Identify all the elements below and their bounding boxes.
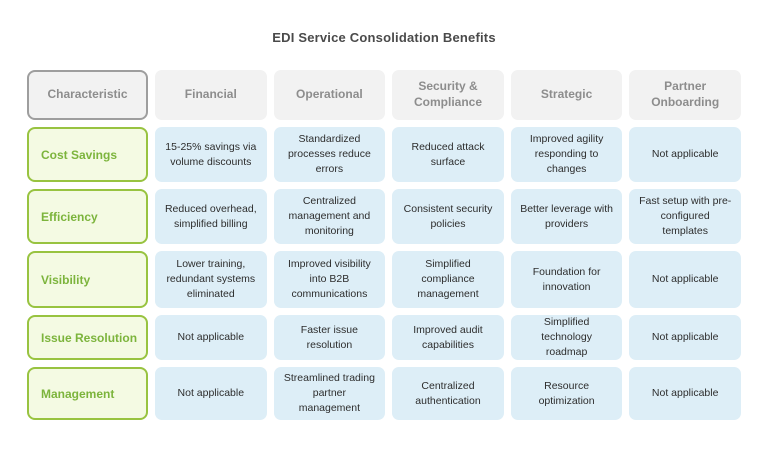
table-cell: Reduced attack surface xyxy=(392,127,504,182)
column-header-characteristic: Characteristic xyxy=(27,70,148,120)
row-header-cost-savings: Cost Savings xyxy=(27,127,148,182)
table-cell: Standardized processes reduce errors xyxy=(273,127,386,182)
row-header-visibility: Visibility xyxy=(27,251,148,308)
table-cell: Not applicable xyxy=(155,315,267,360)
table-cell: Not applicable xyxy=(629,251,741,308)
table-cell: Faster issue resolution xyxy=(273,315,386,360)
column-header-strategic: Strategic xyxy=(510,70,623,120)
table-cell: Reduced overhead, simplified billing xyxy=(155,189,267,244)
row-header-management: Management xyxy=(27,367,148,420)
table-cell: Not applicable xyxy=(629,315,741,360)
table-cell: Lower training, redundant systems elimin… xyxy=(155,251,267,308)
table-cell: 15-25% savings via volume discounts xyxy=(155,127,267,182)
table-cell: Consistent security policies xyxy=(392,189,504,244)
diagram-title: EDI Service Consolidation Benefits xyxy=(272,30,496,45)
table-cell: Resource optimization xyxy=(510,367,623,420)
table-cell: Not applicable xyxy=(155,367,267,420)
column-header-partner-onboarding: Partner Onboarding xyxy=(629,70,741,120)
table-cell: Better leverage with providers xyxy=(510,189,623,244)
table-cell: Improved audit capabilities xyxy=(392,315,504,360)
table-cell: Simplified technology roadmap xyxy=(510,315,623,360)
row-header-issue-resolution: Issue Resolution xyxy=(27,315,148,360)
table-cell: Not applicable xyxy=(629,367,741,420)
table-cell: Simplified compliance management xyxy=(392,251,504,308)
table-cell: Centralized management and monitoring xyxy=(273,189,386,244)
row-header-efficiency: Efficiency xyxy=(27,189,148,244)
benefits-table: Characteristic Financial Operational Sec… xyxy=(27,70,741,420)
table-cell: Improved agility responding to changes xyxy=(510,127,623,182)
table-cell: Fast setup with pre-configured templates xyxy=(629,189,741,244)
column-header-operational: Operational xyxy=(273,70,386,120)
table-cell: Centralized authentication xyxy=(392,367,504,420)
column-header-financial: Financial xyxy=(155,70,267,120)
column-header-security-compliance: Security & Compliance xyxy=(392,70,504,120)
table-cell: Streamlined trading partner management xyxy=(273,367,386,420)
table-cell: Foundation for innovation xyxy=(510,251,623,308)
table-cell: Improved visibility into B2B communicati… xyxy=(273,251,386,308)
table-cell: Not applicable xyxy=(629,127,741,182)
